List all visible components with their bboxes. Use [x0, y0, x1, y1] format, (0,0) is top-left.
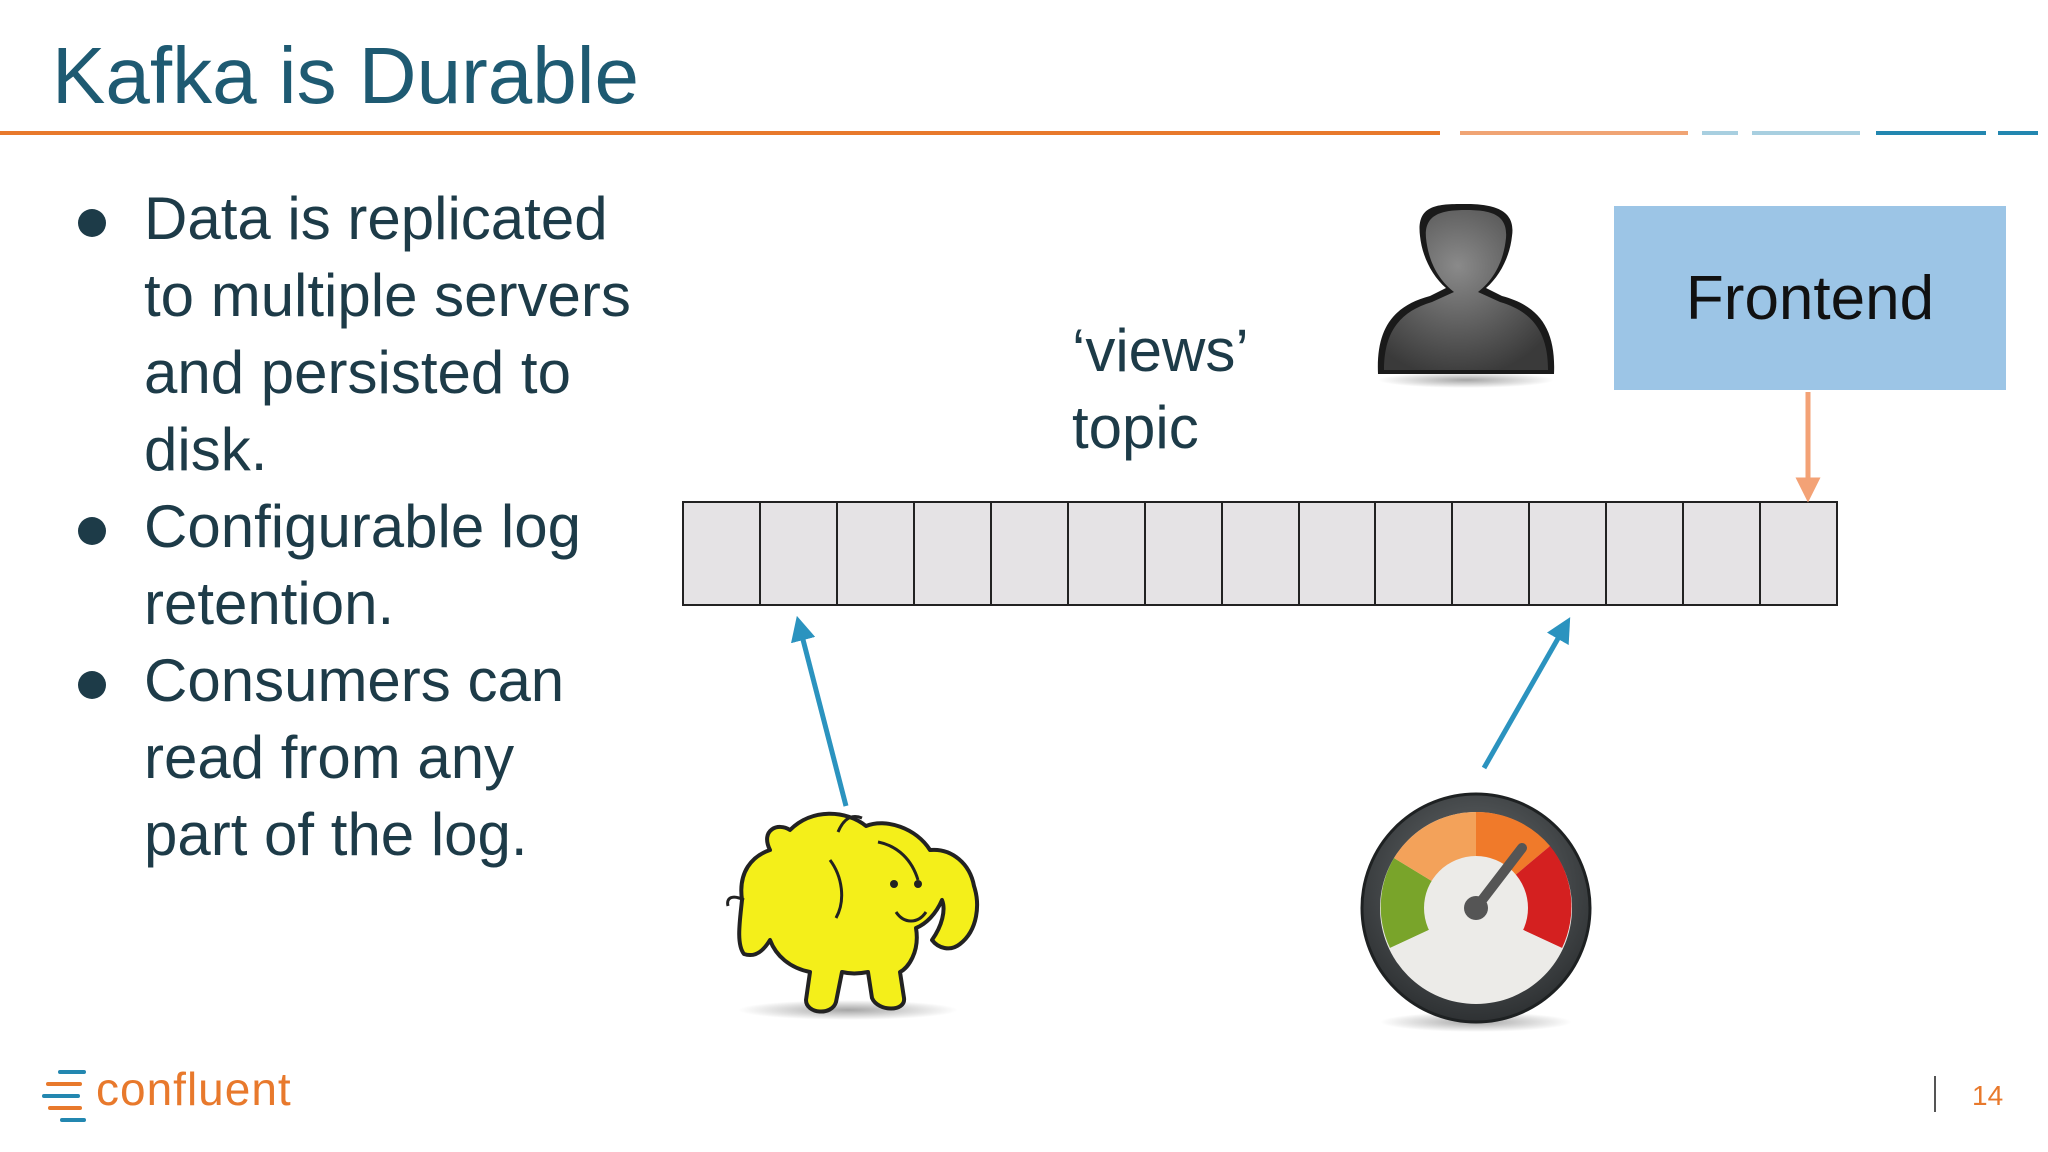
log-segment — [1528, 503, 1605, 604]
title-divider-segment — [1998, 131, 2038, 135]
log-segment — [1605, 503, 1682, 604]
log-segment — [1374, 503, 1451, 604]
log-segment — [758, 503, 836, 604]
log-segment — [1682, 503, 1759, 604]
log-segment — [1143, 503, 1221, 604]
bullet-consumers: Consumers can read from any part of the … — [72, 642, 632, 873]
speedometer-gauge-icon — [1360, 792, 1592, 1032]
confluent-logo: confluent — [90, 1062, 292, 1116]
frontend-box: Frontend — [1614, 206, 2006, 390]
log-segment — [912, 503, 990, 604]
log-segment — [1759, 503, 1836, 604]
log-segment — [989, 503, 1067, 604]
topic-log — [682, 501, 1838, 606]
hadoop-elephant-icon — [726, 811, 980, 1020]
confluent-logo-text: confluent — [96, 1063, 292, 1115]
title-divider-segment — [1876, 131, 1986, 135]
confluent-logo-icon — [42, 1070, 86, 1122]
page-number-divider — [1934, 1076, 1936, 1112]
log-segment — [1066, 503, 1144, 604]
bullet-retention: Configurable log retention. — [72, 488, 632, 642]
slide-title: Kafka is Durable — [52, 31, 639, 120]
consumer-arrow-hadoop — [791, 615, 849, 807]
title-divider — [0, 131, 1440, 135]
title-divider-segment — [1460, 131, 1688, 135]
page-number: 14 — [1972, 1080, 2004, 1111]
log-segment — [1451, 503, 1528, 604]
log-segment — [1297, 503, 1375, 604]
log-segment — [835, 503, 913, 604]
bullet-replication: Data is replicated to multiple servers a… — [72, 180, 632, 488]
log-segment — [1220, 503, 1298, 604]
consumer-arrow-dashboard — [1481, 617, 1571, 770]
bullet-list: Data is replicated to multiple servers a… — [72, 180, 632, 873]
title-divider-segment — [1702, 131, 1738, 135]
topic-label: ‘views’ topic — [1072, 317, 1247, 461]
title-divider-segment — [1752, 131, 1860, 135]
frontend-label: Frontend — [1685, 263, 1935, 333]
user-silhouette-icon — [1377, 204, 1555, 388]
